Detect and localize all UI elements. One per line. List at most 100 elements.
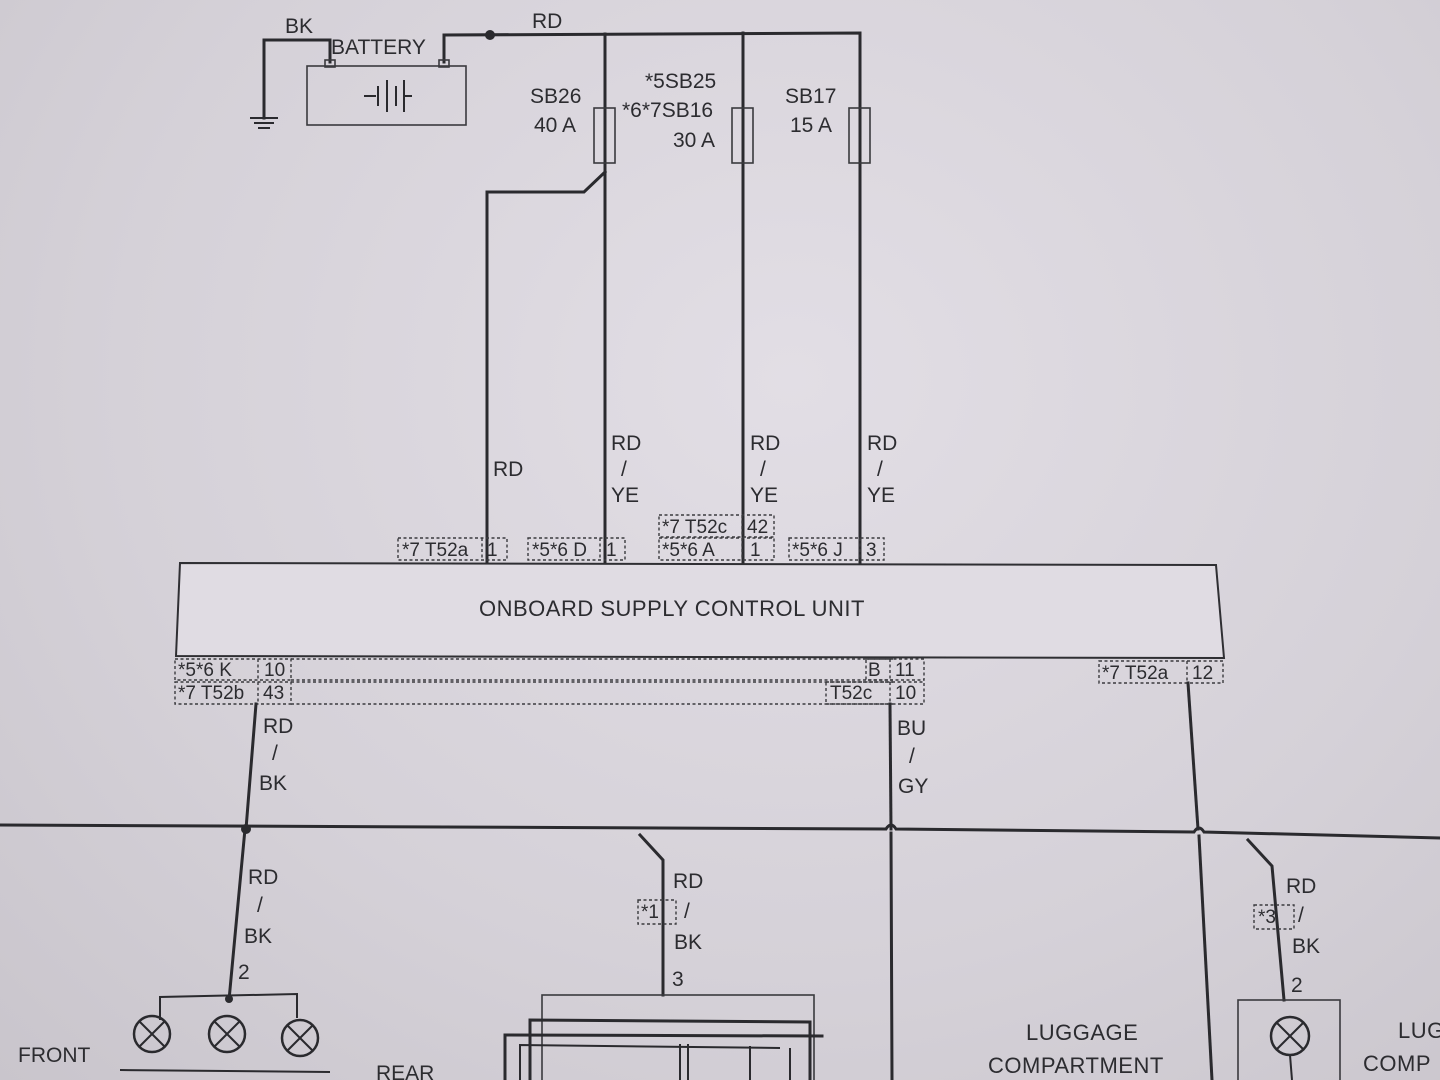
control-unit-box [174,561,1226,660]
battery-ground-wire [262,38,332,64]
rear-component-wire [519,1043,781,1080]
connector-box [865,658,925,681]
branch-color-1a: RD [248,866,278,889]
note-box [637,899,677,925]
connector-box [527,537,626,561]
bottom-components: FRONT REAR LUGGAGE COMPARTMENT LUG COMP [18,992,1440,1080]
battery-cell-icon [364,80,412,112]
lower-wiring: RD / BK BU / GY RD / BK 2 *1 RD / BK 3 *… [0,681,1440,1080]
wire-color-3c: YE [867,484,895,507]
lamp-icon [1269,1015,1311,1057]
connector-pin: 10 [895,683,916,704]
label-right-lug: LUG [1398,1018,1440,1043]
wire-color-rd: RD [493,458,523,481]
fuse-sb16-id: *6*7SB16 [622,99,713,122]
fuse-sb25-id: *5SB25 [645,70,716,93]
rear-component-wire [528,1018,812,1080]
wire-color-bottom-2a: BU [897,717,926,740]
rear-component-box [541,994,815,1080]
branch-color-3c: BK [1292,935,1320,958]
top-connectors: *7 T52a 1 *5*6 D 1 *7 T52c 42 *5*6 A 1 *… [397,514,885,561]
branch-color-3a: RD [1286,875,1316,898]
wire-color-1a: RD [611,432,641,455]
junction-dot [225,995,233,1003]
fuse-sb25 [731,107,754,164]
connector-box [1098,660,1224,684]
branch-wire-rear [637,832,665,997]
label-rear: REAR [376,1062,434,1080]
battery-negative-terminal [324,59,336,68]
branch-color-2b: / [684,900,690,923]
wire-color-3b: / [877,458,883,481]
connector-name: B [868,660,881,681]
connector-name: *5*6 K [178,660,232,681]
wire-color-3a: RD [867,432,897,455]
label-right-comp: COMP [1363,1051,1431,1076]
connector-name: T52c [830,683,872,704]
wire-bu-gy-continue [889,831,894,1080]
battery-positive-wire-label: RD [532,10,562,33]
connector-pin: 1 [750,540,761,561]
branch-pin-1: 2 [238,961,250,984]
branch-wire-front [227,827,247,1002]
wire-color-2a: RD [750,432,780,455]
connector-name: *7 T52a [1102,663,1169,684]
connector-pin: 1 [487,540,498,561]
branch-color-2a: RD [673,870,703,893]
wire-bu-gy-down [888,702,893,831]
branch-color-1b: / [257,894,263,917]
connector-pin: 1 [606,540,617,561]
fuse-sb17 [848,107,871,164]
connector-box [788,537,885,561]
fuse-sb25-rating: 30 A [673,129,715,152]
connector-pin: 10 [264,660,285,681]
branch-note-2: *1 [641,902,659,923]
fuse-sb17-rating: 15 A [790,114,832,137]
ground-symbol-icon [250,117,278,129]
label-front: FRONT [18,1044,90,1067]
wire-color-2c: YE [750,484,778,507]
connector-name: *5*6 A [662,540,715,561]
branch-color-2c: BK [674,931,702,954]
connector-name: *5*6 J [792,540,843,561]
connector-pin: 12 [1192,663,1213,684]
fuse-sb26 [593,107,616,164]
wire-rd-bk-down [244,702,258,831]
connector-box [174,681,292,705]
fuse-sb26-rating: 40 A [534,114,576,137]
connector-box [174,658,292,681]
wire-rd-branch [485,169,608,567]
fuse-section: SB26 40 A *5SB25 *6*7SB16 30 A SB17 15 A… [485,31,897,567]
label-luggage: LUGGAGE [1026,1020,1138,1045]
wire-pin12-continue [1197,834,1214,1080]
horizontal-bus-wire [0,823,1440,840]
branch-wire-luggage [1245,837,1286,1002]
connector-box [658,514,775,538]
wire-color-1b: / [621,458,627,481]
fuse-sb26-id: SB26 [530,85,581,108]
onboard-supply-control-unit: ONBOARD SUPPLY CONTROL UNIT [174,561,1226,660]
battery-positive-bus [442,31,862,567]
connector-name: *7 T52b [178,683,244,704]
connector-box [658,537,775,561]
bottom-connectors: *5*6 K 10 *7 T52b 43 B 11 T52c 10 *7 T52… [174,658,1224,705]
battery-positive-terminal [438,59,450,68]
wire-color-1c: YE [611,484,639,507]
luggage-lamp-box [1237,999,1341,1080]
fuse-sb17-id: SB17 [785,85,836,108]
connector-pin: 43 [263,683,284,704]
rear-component-wire [503,1033,824,1080]
wire-color-bottom-1b: / [272,742,278,765]
connector-pin: 3 [866,540,877,561]
branch-pin-3: 2 [1291,974,1303,997]
lamp-icon [132,1014,172,1054]
junction-dot [485,30,495,40]
connector-pin: 42 [747,517,768,538]
lamp-icon [207,1014,247,1054]
branch-note-3: *3 [1258,907,1276,928]
connector-name: *7 T52a [402,540,469,561]
lamp-icon [280,1018,320,1058]
control-unit-label: ONBOARD SUPPLY CONTROL UNIT [479,596,865,621]
